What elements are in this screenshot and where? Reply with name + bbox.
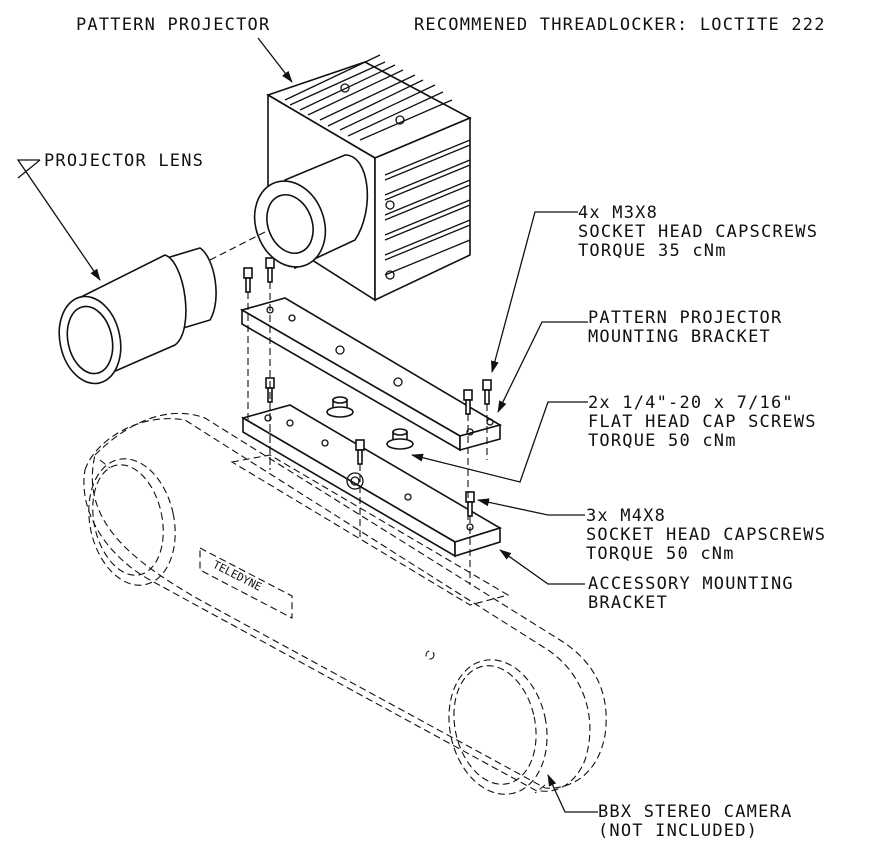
m4-qty: 3x M4X8 <box>586 506 667 526</box>
amb-line2: BRACKET <box>588 593 669 613</box>
flat-qty: 2x 1/4"-20 x 7/16" <box>588 393 794 413</box>
diagram-title: PATTERN PROJECTOR <box>76 15 271 35</box>
m3-qty: 4x M3X8 <box>578 203 659 223</box>
m4-torque: TORQUE 50 cNm <box>586 544 735 564</box>
m4-capscrews-label: 3x M4X8 SOCKET HEAD CAPSCREWS TORQUE 50 … <box>586 507 826 564</box>
m3-type: SOCKET HEAD CAPSCREWS <box>578 222 819 242</box>
ppb-line2: MOUNTING BRACKET <box>588 327 771 347</box>
flat-head-screws-label: 2x 1/4"-20 x 7/16" FLAT HEAD CAP SCREWS … <box>588 394 817 451</box>
m3-capscrews-label: 4x M3X8 SOCKET HEAD CAPSCREWS TORQUE 35 … <box>578 204 818 261</box>
camera-logo: TELEDYNE <box>211 558 264 594</box>
cam-line2: (NOT INCLUDED) <box>598 821 759 841</box>
flat-type: FLAT HEAD CAP SCREWS <box>588 412 817 432</box>
stereo-camera-body <box>83 412 607 795</box>
pattern-projector <box>209 54 472 302</box>
projector-bracket-label: PATTERN PROJECTOR MOUNTING BRACKET <box>588 309 782 347</box>
m4-type: SOCKET HEAD CAPSCREWS <box>586 525 827 545</box>
threadlocker-note: RECOMMENED THREADLOCKER: LOCTITE 222 <box>414 15 826 35</box>
ppb-line1: PATTERN PROJECTOR <box>588 308 783 328</box>
cam-line1: BBX STEREO CAMERA <box>598 802 793 822</box>
projector-mounting-bracket <box>239 297 503 452</box>
assembly-centerlines <box>247 282 488 585</box>
accessory-mounting-bracket <box>230 396 510 606</box>
stereo-camera-label: BBX STEREO CAMERA (NOT INCLUDED) <box>598 803 792 841</box>
flat-torque: TORQUE 50 cNm <box>588 431 737 451</box>
accessory-bracket-label: ACCESSORY MOUNTING BRACKET <box>588 575 794 613</box>
projector-lens <box>58 247 217 385</box>
leader-lines <box>16 37 598 813</box>
m3-torque: TORQUE 35 cNm <box>578 241 727 261</box>
amb-line1: ACCESSORY MOUNTING <box>588 574 794 594</box>
projector-lens-label: PROJECTOR LENS <box>44 151 205 171</box>
camera-logo-text: TELEDYNE <box>211 558 264 594</box>
